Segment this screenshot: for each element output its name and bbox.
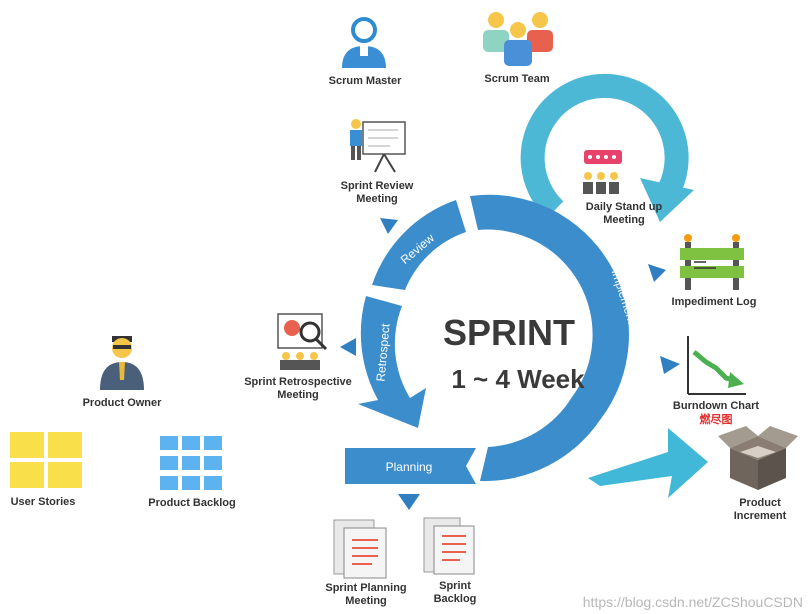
presentation-icon <box>350 119 406 173</box>
sprint-title: SPRINT <box>443 312 575 353</box>
impediment-pointer <box>648 264 666 282</box>
scrum-master-label: Scrum Master <box>328 75 402 87</box>
product-backlog-label: Product Backlog <box>148 497 236 509</box>
scrum-master-icon <box>342 17 386 68</box>
pointer-arrows <box>340 218 680 510</box>
sprint-cycle: Review Implementation Retrospect Plannin… <box>345 194 647 484</box>
retrospective-icon <box>277 313 328 370</box>
user-stories-label: User Stories <box>10 496 76 508</box>
planning-pointer <box>398 494 420 510</box>
burndown-cn-label: 燃尽图 <box>699 413 733 426</box>
retrospect-segment <box>358 296 426 428</box>
impediment-log-label: Impediment Log <box>671 296 757 308</box>
retro-pointer <box>340 338 356 356</box>
planning-label: Planning <box>386 460 433 474</box>
scrum-team-icon <box>483 12 553 66</box>
backlog-grid-icon <box>160 436 222 490</box>
backlog-document-icon <box>423 517 475 575</box>
barrier-icon <box>680 234 744 290</box>
daily-scrum-label: Daily Scrum <box>570 108 635 129</box>
implementation-segment <box>470 194 629 482</box>
standup-icon <box>583 150 622 194</box>
burndown-chart-label: Burndown Chart 燃尽图 <box>666 400 766 426</box>
product-owner-label: Product Owner <box>82 397 162 409</box>
planning-document-icon <box>333 519 387 579</box>
planning-segment <box>345 448 476 484</box>
sticky-notes-icon <box>10 432 82 488</box>
watermark: https://blog.csdn.net/ZCShouCSDN <box>582 594 803 610</box>
sprint-duration: 1 ~ 4 Week <box>451 364 585 394</box>
product-owner-icon <box>100 336 144 390</box>
burndown-pointer <box>660 356 680 374</box>
product-box-icon <box>718 426 798 490</box>
burndown-chart-icon <box>687 336 746 395</box>
retrospect-label: Retrospect <box>374 322 393 382</box>
review-segment <box>372 200 466 290</box>
review-pointer <box>380 218 398 234</box>
increment-arrow <box>588 428 708 498</box>
scrum-team-label: Scrum Team <box>484 73 550 85</box>
